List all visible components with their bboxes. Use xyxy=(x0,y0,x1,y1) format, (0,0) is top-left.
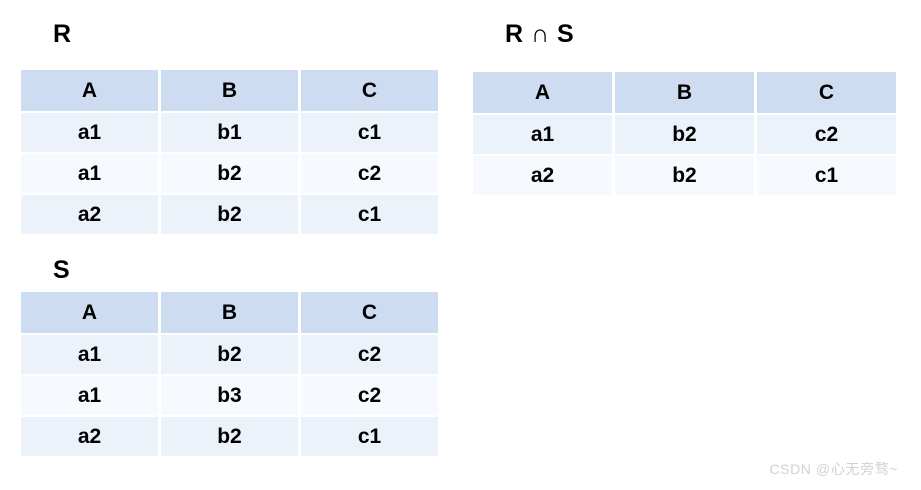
cell-b: b2 xyxy=(615,156,754,195)
relation-s-block: S A B C a1 b2 c2 a1 b3 xyxy=(21,256,441,458)
table-header-row: A B C xyxy=(21,70,438,111)
column-header-c: C xyxy=(301,292,438,333)
cell-b: b2 xyxy=(161,335,298,374)
cell-a: a1 xyxy=(473,115,612,154)
cell-a: a1 xyxy=(21,335,158,374)
relation-r-intersect-s-table: A B C a1 b2 c2 a2 b2 c1 xyxy=(470,70,899,197)
cell-c: c2 xyxy=(301,376,438,415)
cell-b: b1 xyxy=(161,113,298,152)
cell-b: b3 xyxy=(161,376,298,415)
cell-c: c2 xyxy=(301,335,438,374)
column-header-b: B xyxy=(161,70,298,111)
cell-b: b2 xyxy=(615,115,754,154)
table-row: a1 b2 c2 xyxy=(21,335,438,374)
cell-a: a2 xyxy=(21,195,158,234)
cell-c: c1 xyxy=(301,195,438,234)
cell-c: c1 xyxy=(301,113,438,152)
column-header-c: C xyxy=(757,72,896,113)
relation-r-block: R A B C a1 b1 c1 a1 b2 xyxy=(21,20,441,236)
cell-a: a1 xyxy=(21,113,158,152)
table-row: a1 b1 c1 xyxy=(21,113,438,152)
cell-a: a2 xyxy=(473,156,612,195)
table-header-row: A B C xyxy=(21,292,438,333)
cell-b: b2 xyxy=(161,417,298,456)
table-header-row: A B C xyxy=(473,72,896,113)
relation-r-intersect-s-block: R ∩ S A B C a1 b2 c2 a2 b2 xyxy=(473,20,899,197)
cell-a: a1 xyxy=(21,376,158,415)
table-row: a2 b2 c1 xyxy=(21,195,438,234)
column-header-a: A xyxy=(21,70,158,111)
column-header-a: A xyxy=(21,292,158,333)
csdn-watermark: CSDN @心无旁骛~ xyxy=(769,461,898,477)
cell-c: c2 xyxy=(757,115,896,154)
cell-a: a1 xyxy=(21,154,158,193)
table-row: a1 b2 c2 xyxy=(473,115,896,154)
relation-r-label: R xyxy=(53,20,72,48)
cell-b: b2 xyxy=(161,195,298,234)
relation-r-table: A B C a1 b1 c1 a1 b2 c2 a2 b2 xyxy=(18,68,441,236)
column-header-b: B xyxy=(615,72,754,113)
cell-c: c2 xyxy=(301,154,438,193)
column-header-c: C xyxy=(301,70,438,111)
cell-c: c1 xyxy=(757,156,896,195)
cell-b: b2 xyxy=(161,154,298,193)
column-header-b: B xyxy=(161,292,298,333)
table-row: a1 b3 c2 xyxy=(21,376,438,415)
relation-s-table: A B C a1 b2 c2 a1 b3 c2 a2 b2 xyxy=(18,290,441,458)
table-row: a1 b2 c2 xyxy=(21,154,438,193)
cell-a: a2 xyxy=(21,417,158,456)
relation-r-intersect-s-label: R ∩ S xyxy=(505,20,575,48)
table-row: a2 b2 c1 xyxy=(21,417,438,456)
relation-s-label: S xyxy=(53,256,71,284)
cell-c: c1 xyxy=(301,417,438,456)
table-row: a2 b2 c1 xyxy=(473,156,896,195)
column-header-a: A xyxy=(473,72,612,113)
